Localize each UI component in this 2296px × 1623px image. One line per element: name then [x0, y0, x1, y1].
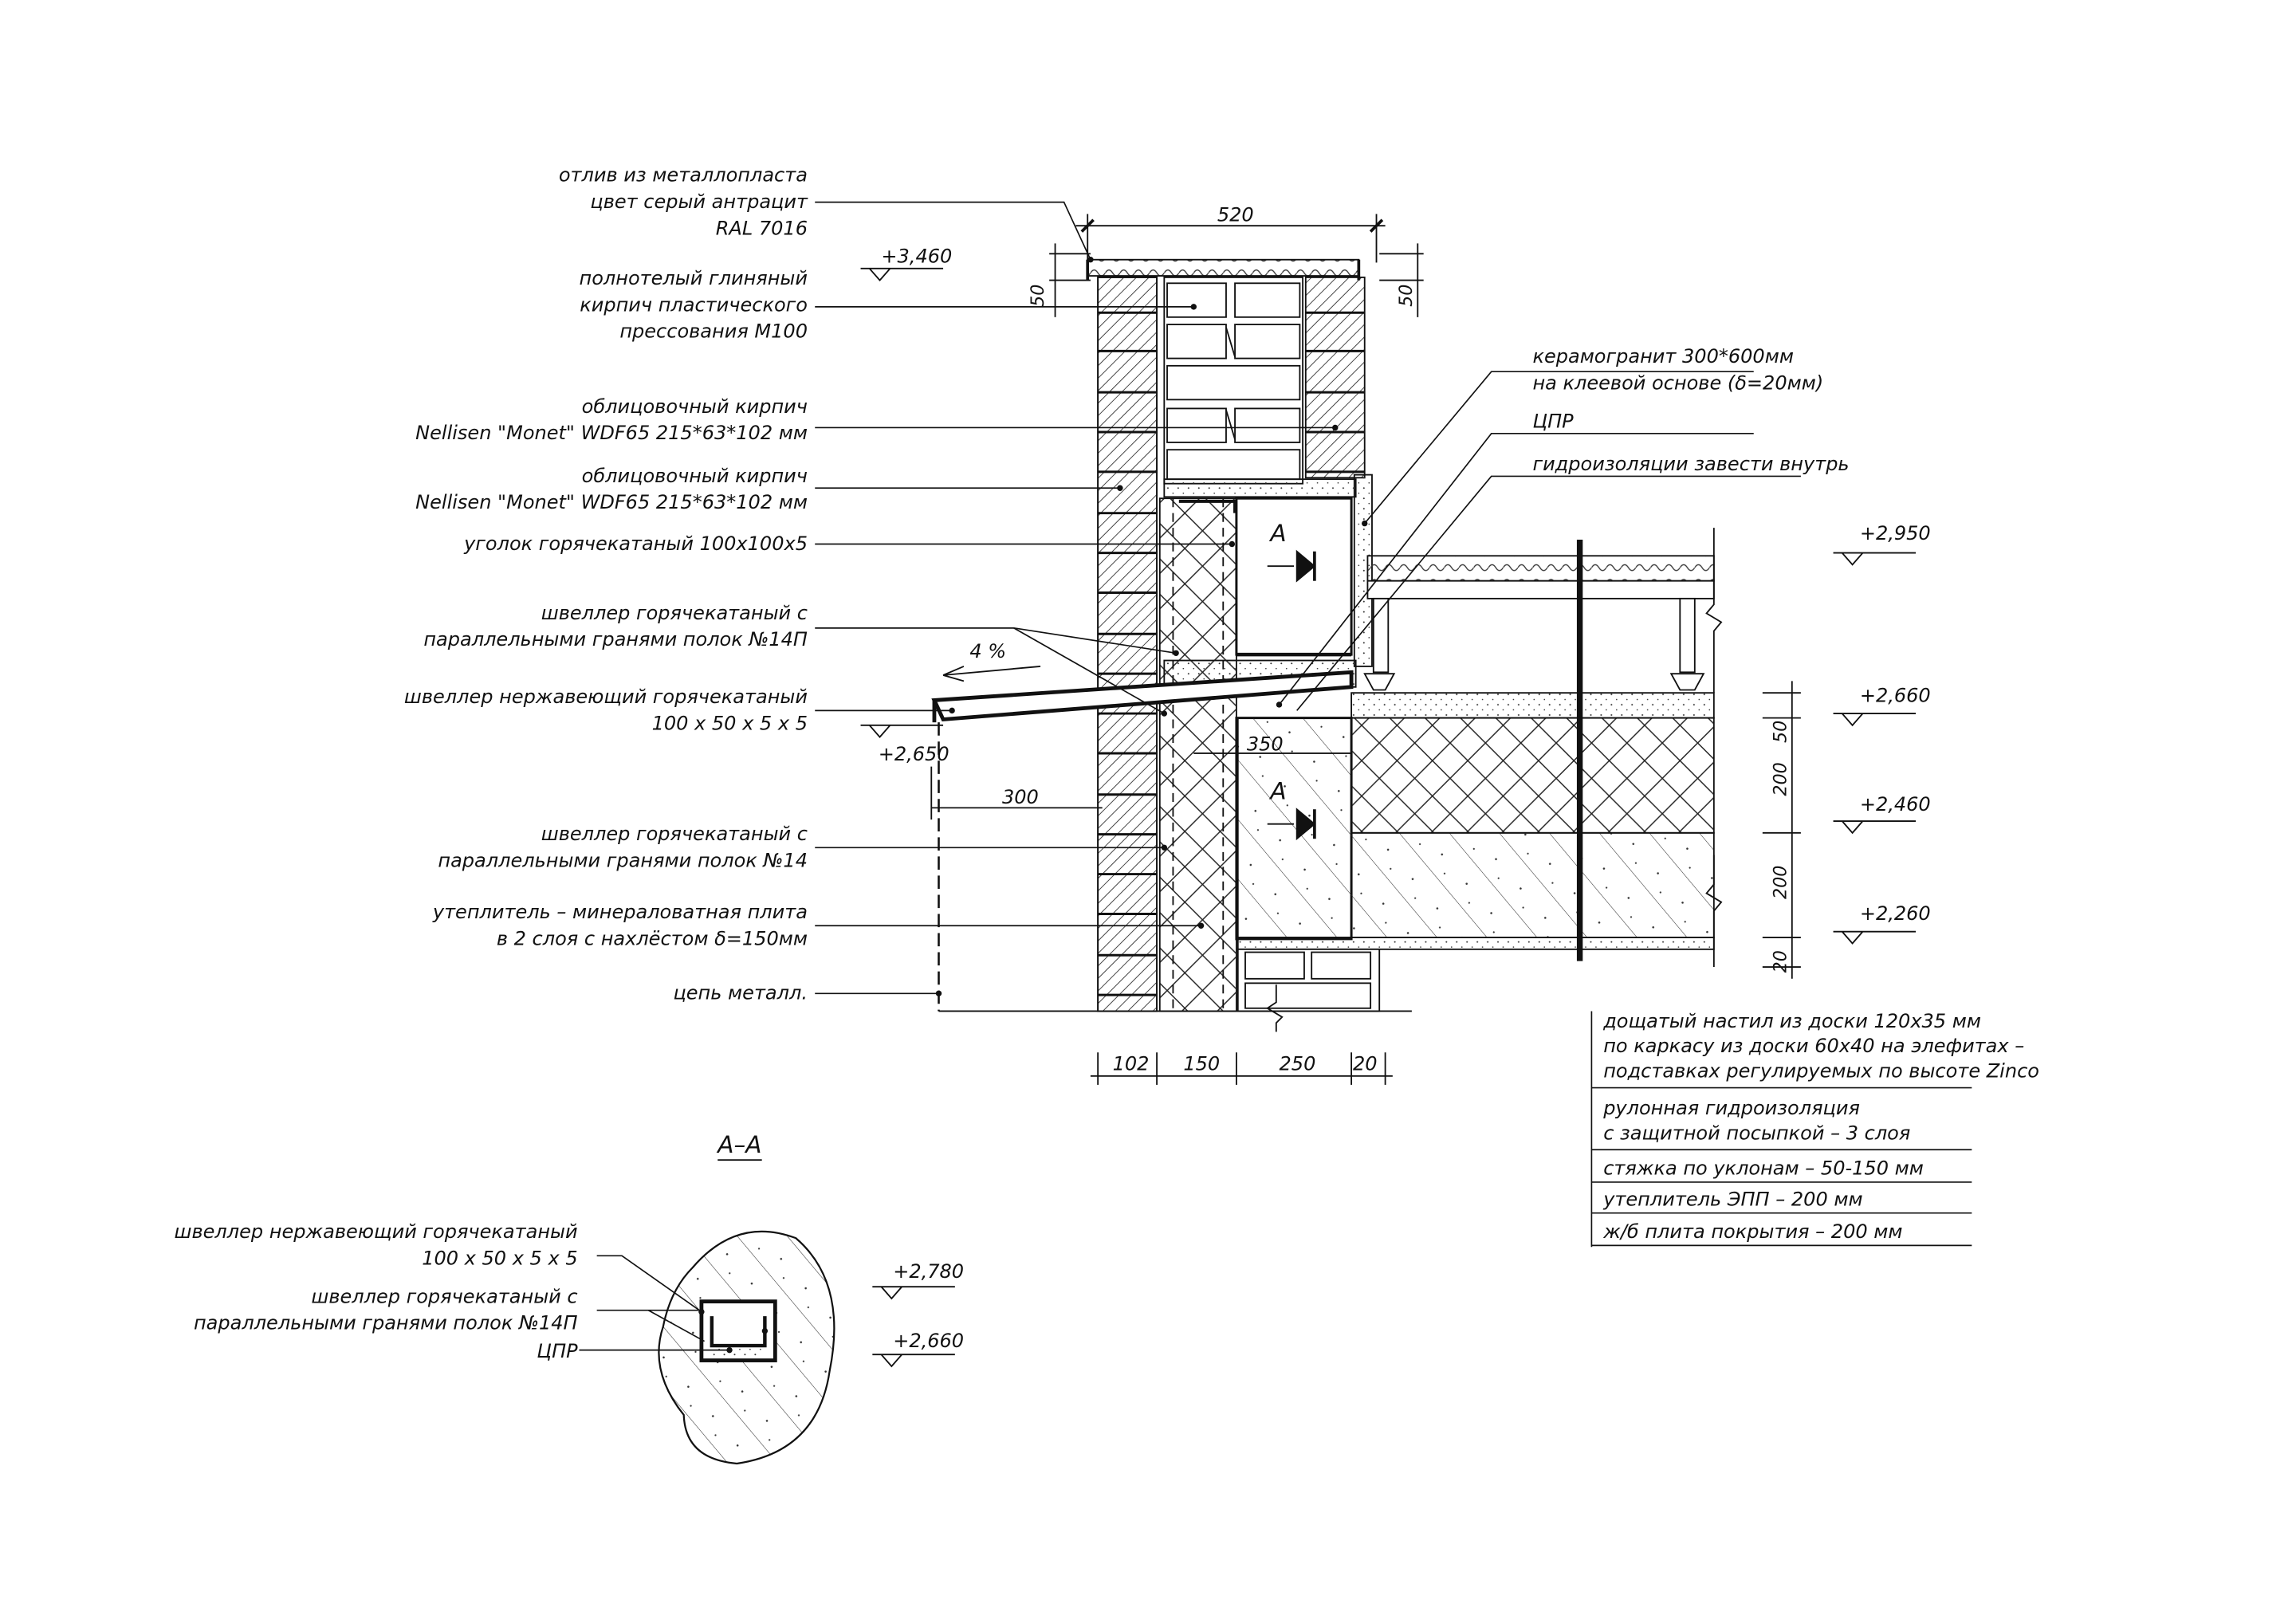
dim-v50: 50: [1770, 721, 1791, 743]
leader-dots-left: [935, 257, 1339, 996]
dim-520: 520: [1217, 204, 1254, 226]
coping-flashing: [1086, 258, 1361, 281]
dim-350: 350: [1247, 733, 1284, 755]
level-marks: [860, 267, 1917, 1368]
label-chain: цепь металл.: [673, 982, 808, 1004]
section-aa-title: А–А: [716, 1131, 761, 1158]
wood-decking: [1363, 555, 1715, 691]
dim-300: 300: [1002, 786, 1039, 808]
dim-20: 20: [1353, 1052, 1378, 1075]
section-mark-a-lower: [1267, 808, 1316, 841]
dim-150: 150: [1183, 1052, 1220, 1075]
dim-50-right: 50: [1396, 285, 1417, 307]
core-brick: [1163, 276, 1304, 485]
level-2650: +2,650: [879, 743, 949, 765]
dim-slope: 4 %: [969, 640, 1006, 662]
label-cpr: ЦПР: [1532, 410, 1574, 432]
label-waterproofing-inside: гидроизоляции завести внутрь: [1532, 453, 1849, 475]
facing-brick-right: [1304, 276, 1366, 479]
dim-v200b: 200: [1770, 866, 1791, 899]
dim-102: 102: [1113, 1052, 1150, 1075]
section-mark-a-upper: [1267, 549, 1316, 583]
leaders-right: [1278, 371, 1801, 711]
roof-layer-slab: ж/б плита покрытия – 200 мм: [1602, 1220, 1902, 1243]
leaders-left: [815, 201, 1335, 995]
roof-layer-screed: стяжка по уклонам – 50-150 мм: [1603, 1157, 1924, 1180]
roof-layer-insulation: утеплитель ЭПП – 200 мм: [1602, 1188, 1862, 1210]
section-mark-label: А: [1268, 777, 1286, 804]
channel-14p-upper: [1235, 497, 1353, 656]
roof-screed: [1350, 692, 1715, 719]
dimensions: [930, 214, 1801, 1085]
level-texts: +3,460 +2,950 +2,660 +2,650 +2,460 +2,26…: [879, 245, 1931, 1352]
section-mark-label: А: [1268, 520, 1286, 547]
dimension-texts: 520 50 50 4 % 300 350 102 150 250 20 50 …: [969, 204, 1791, 1075]
stainless-channel-sill: [931, 670, 1354, 721]
dim-v20: 20: [1770, 950, 1791, 973]
level-3460: +3,460: [881, 245, 952, 267]
cpr-band: [1163, 478, 1357, 498]
level-2660: +2,660: [1860, 684, 1931, 706]
level-2950: +2,950: [1860, 522, 1931, 544]
level-2460: +2,460: [1860, 793, 1931, 815]
label-angle: уголок горячекатаный 100х100х5: [463, 532, 808, 555]
insulation-wool: [1158, 497, 1237, 1012]
facing-brick-left: [1097, 276, 1158, 1012]
angle-100x100: [1178, 499, 1237, 513]
level-aa-2780: +2,780: [893, 1260, 964, 1283]
aa-label-cpr: ЦПР: [537, 1340, 578, 1362]
dim-250: 250: [1280, 1052, 1316, 1075]
level-aa-2660: +2,660: [893, 1330, 964, 1352]
level-2260: +2,260: [1860, 902, 1931, 925]
main-section: [931, 258, 1723, 1032]
roof-insulation: [1350, 717, 1715, 834]
dim-v200a: 200: [1770, 762, 1791, 796]
brick-below-slab: [1236, 948, 1381, 1012]
dim-50-left: 50: [1028, 285, 1048, 307]
